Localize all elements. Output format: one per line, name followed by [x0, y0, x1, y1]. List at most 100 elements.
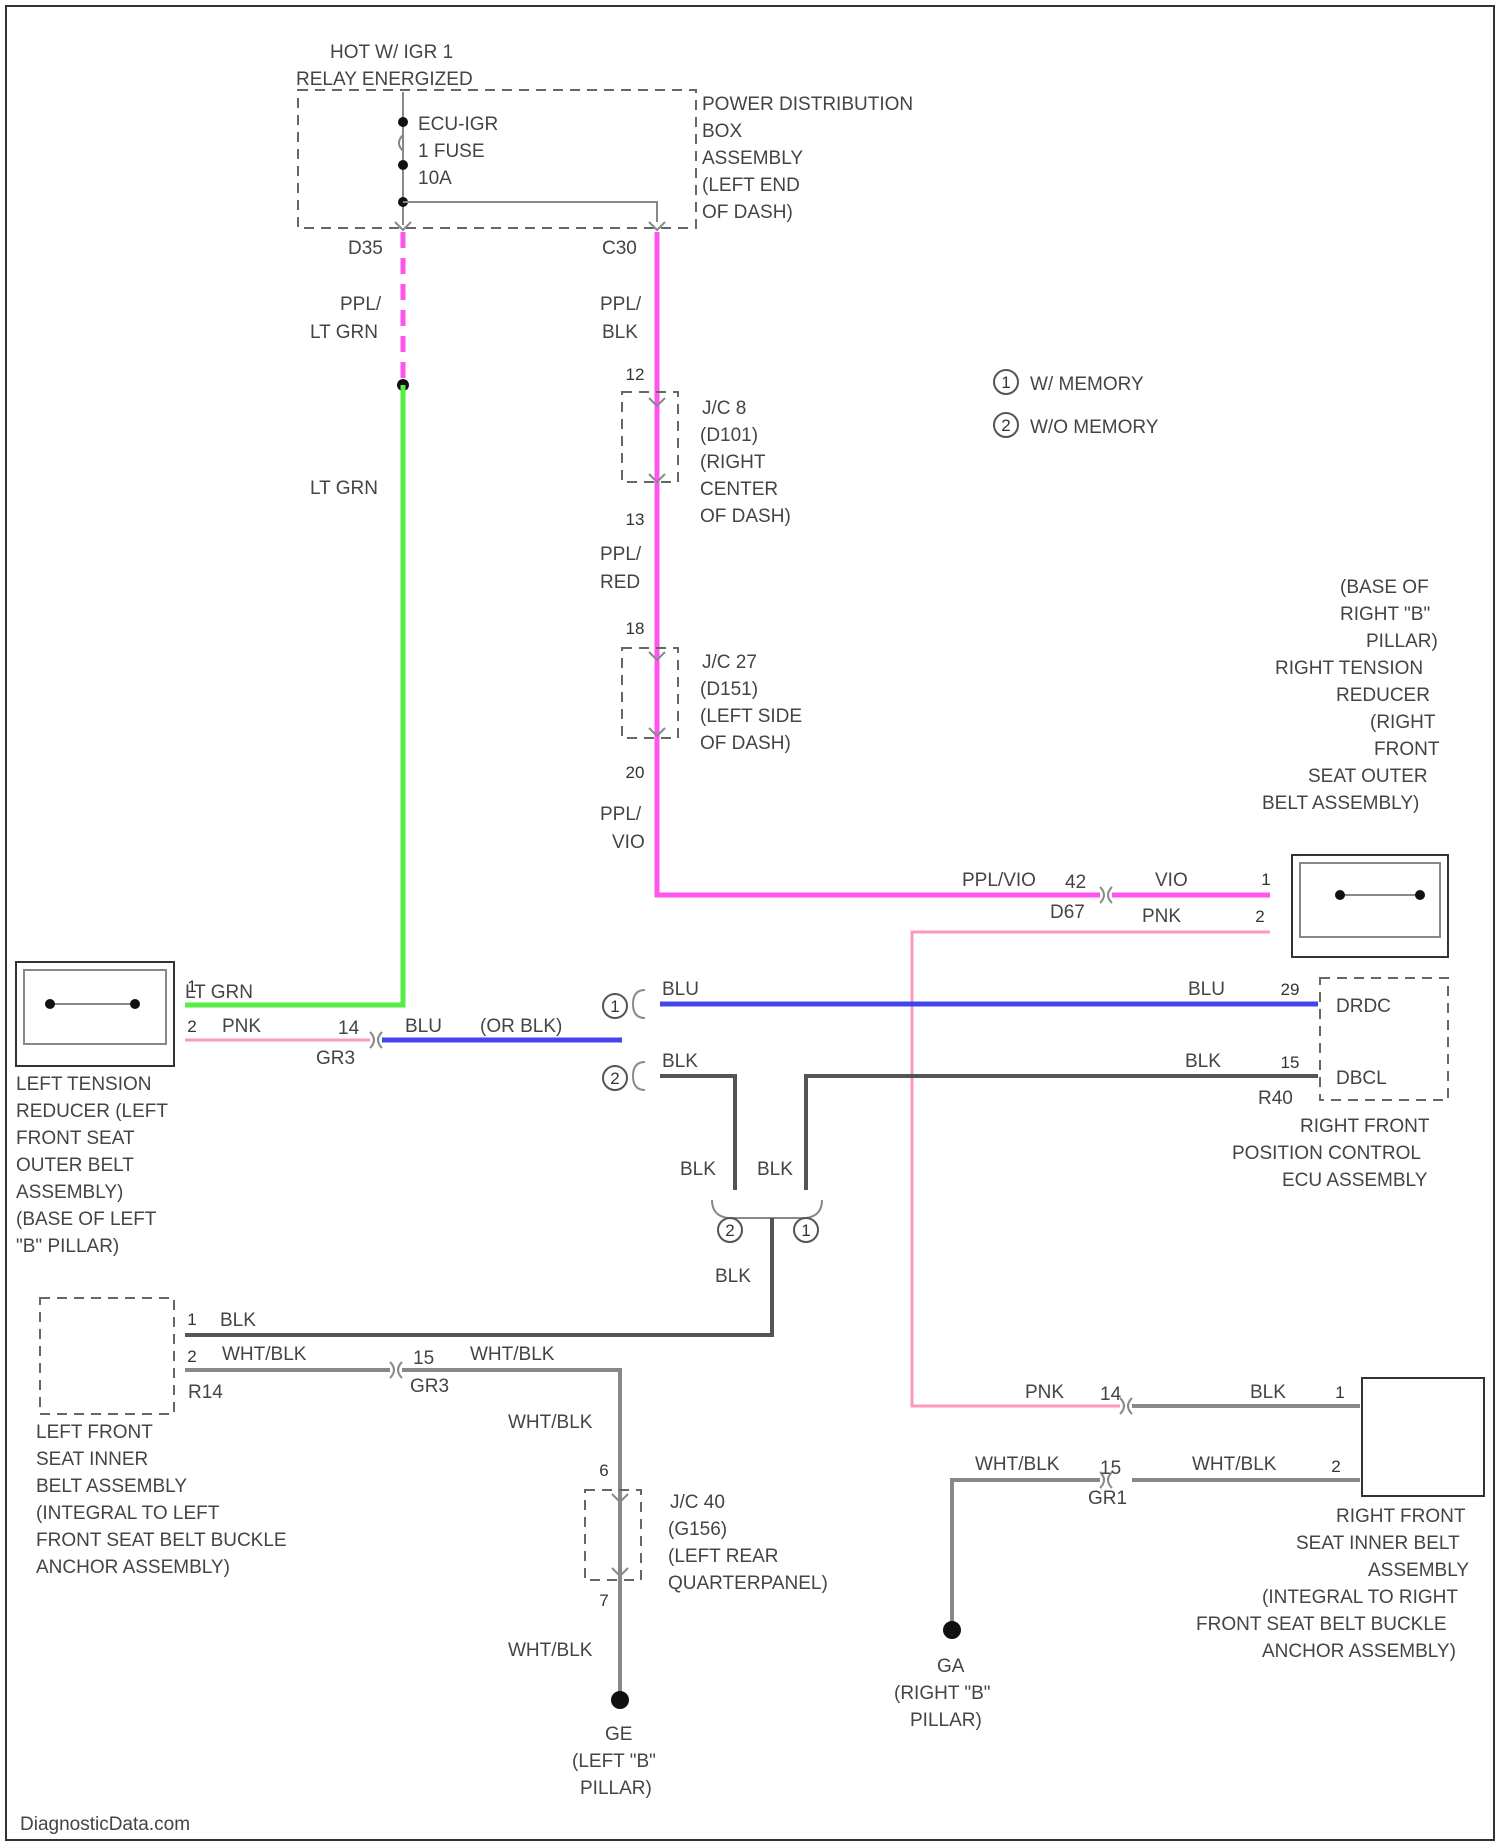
- jc8-line-5: OF DASH): [700, 506, 791, 527]
- wire-label-blk-rbelt: BLK: [1250, 1382, 1286, 1403]
- legend-1-text: W/ MEMORY: [1030, 374, 1144, 395]
- conn-gr3-pin: 14: [338, 1018, 360, 1039]
- conn-gr3b-symbol: [390, 1362, 402, 1378]
- conn-gr3-left: 14 GR3: [316, 1018, 382, 1069]
- left-tension-reducer: 1 2 LEFT TENSION REDUCER (LEFT FRONT SEA…: [16, 962, 197, 1257]
- ecu-pin2: 15: [1281, 1053, 1300, 1072]
- fuse-mid-dot: [398, 160, 408, 170]
- wire-label-blk-right: BLK: [1185, 1051, 1221, 1072]
- rb-line-6: ANCHOR ASSEMBLY): [1262, 1641, 1456, 1662]
- jc27-line-3: (LEFT SIDE: [700, 706, 802, 727]
- conn-d67-pin: 42: [1065, 872, 1086, 893]
- ecu-line-1: RIGHT FRONT: [1300, 1116, 1430, 1137]
- lswitch-contact-b: [130, 999, 140, 1009]
- wire-label-wht-blk-r2: WHT/BLK: [1192, 1454, 1277, 1475]
- wire-label-ppl-lt-grn-1: PPL/: [340, 294, 382, 315]
- bus-line: [403, 202, 657, 222]
- r-tension-pin2: 2: [1255, 907, 1264, 926]
- wire-label-blk-drop-2: BLK: [757, 1159, 793, 1180]
- conn-rpnk-symbol: [1120, 1398, 1132, 1414]
- legend-2-text: W/O MEMORY: [1030, 417, 1159, 438]
- ground-ge-dot: [611, 1691, 629, 1709]
- conn-rpnk-pin: 14: [1100, 1384, 1122, 1405]
- ground-ga-line-2: (RIGHT "B": [894, 1683, 991, 1704]
- ground-ga-line-1: GA: [937, 1656, 965, 1677]
- ecu-line-2: POSITION CONTROL: [1232, 1143, 1421, 1164]
- conn-gr3-symbol: [370, 1032, 382, 1048]
- wire-label-ppl-red-2: RED: [600, 572, 640, 593]
- switch-contact-b: [1415, 890, 1425, 900]
- watermark: DiagnosticData.com: [20, 1814, 190, 1835]
- fuse-line-1: ECU-IGR: [418, 114, 498, 135]
- conn-d67-symbol: [1100, 887, 1112, 903]
- ecu-terminal-1: DRDC: [1336, 996, 1391, 1017]
- wire-label-wht-blk-3: WHT/BLK: [508, 1412, 593, 1433]
- rb-line-5: FRONT SEAT BELT BUCKLE: [1196, 1614, 1447, 1635]
- hot-label-2: RELAY ENERGIZED: [296, 69, 473, 90]
- power-box-outline: [298, 90, 696, 228]
- lt-line-5: ASSEMBLY): [16, 1182, 123, 1203]
- wire-ppl-main: [657, 232, 1100, 895]
- option-1-num: 1: [610, 997, 619, 1016]
- rt-line-2: RIGHT "B": [1340, 604, 1430, 625]
- rt-line-7: FRONT: [1374, 739, 1440, 760]
- wire-blk-right: [806, 1076, 1318, 1190]
- rt-line-4: RIGHT TENSION: [1275, 658, 1423, 679]
- ground-ge-line-3: PILLAR): [580, 1778, 652, 1799]
- box-line-2: BOX: [702, 121, 742, 142]
- ground-ge-line-1: GE: [605, 1724, 632, 1745]
- box-line-1: POWER DISTRIBUTION: [702, 94, 913, 115]
- rb-line-2: SEAT INNER BELT: [1296, 1533, 1460, 1554]
- wire-label-ppl-vio-h: PPL/VIO: [962, 870, 1036, 891]
- wire-label-blk-mid: BLK: [662, 1051, 698, 1072]
- ecu-terminal-2: DBCL: [1336, 1068, 1387, 1089]
- box-line-5: OF DASH): [702, 202, 793, 223]
- wire-label-or-blk: (OR BLK): [480, 1016, 562, 1037]
- conn-gr3b-label: GR3: [410, 1376, 449, 1397]
- conn-c30: C30: [602, 238, 637, 259]
- lt-line-4: OUTER BELT: [16, 1155, 134, 1176]
- wire-label-wht-blk-2: WHT/BLK: [470, 1344, 555, 1365]
- jc27: 18 20 J/C 27 (D151) (LEFT SIDE OF DASH): [622, 619, 802, 782]
- rt-line-6: (RIGHT: [1370, 712, 1436, 733]
- jc27-outline: [622, 648, 678, 738]
- l-tension-pin1: 1: [187, 977, 196, 996]
- rb-line-3: ASSEMBLY: [1368, 1560, 1469, 1581]
- jc8-line-3: (RIGHT: [700, 452, 766, 473]
- legend-2-num: 2: [1001, 416, 1010, 435]
- lt-line-2: REDUCER (LEFT: [16, 1101, 168, 1122]
- ground-opt-2-num: 2: [725, 1221, 734, 1240]
- conn-rgr3-pin: 15: [1100, 1458, 1121, 1479]
- option-1-bracket: [633, 990, 645, 1018]
- fuse-line-3: 10A: [418, 168, 452, 189]
- option-2-bracket: [633, 1062, 645, 1090]
- ecu-assembly: 29 15 DRDC DBCL R40 RIGHT FRONT POSITION…: [1232, 978, 1448, 1191]
- wire-label-blu-mid: BLU: [662, 979, 699, 1000]
- rt-line-1: (BASE OF: [1340, 577, 1429, 598]
- lt-line-7: "B" PILLAR): [16, 1236, 119, 1257]
- jc8: 12 13 J/C 8 (D101) (RIGHT CENTER OF DASH…: [622, 365, 791, 529]
- rt-line-3: PILLAR): [1366, 631, 1438, 652]
- box-line-3: ASSEMBLY: [702, 148, 803, 169]
- jc27-line-2: (D151): [700, 679, 758, 700]
- lbelt-pin1: 1: [187, 1310, 196, 1329]
- wire-label-ppl-red-1: PPL/: [600, 544, 642, 565]
- lt-line-3: FRONT SEAT: [16, 1128, 135, 1149]
- right-tension-box: [1292, 855, 1448, 957]
- jc40-line-2: (G156): [668, 1519, 727, 1540]
- fuse-top-dot: [398, 117, 408, 127]
- jc27-line-4: OF DASH): [700, 733, 791, 754]
- wire-label-pnk-right: PNK: [1142, 906, 1181, 927]
- lb-line-1: LEFT FRONT: [36, 1422, 153, 1443]
- rbelt-pin2: 2: [1331, 1457, 1340, 1476]
- left-tension-box: [16, 962, 174, 1066]
- jc40-outline: [585, 1490, 641, 1580]
- jc40-pin-bot: 7: [599, 1591, 608, 1610]
- wire-blk-lower: [185, 1218, 772, 1335]
- rt-line-8: SEAT OUTER: [1308, 766, 1428, 787]
- right-tension-reducer: 1 2 (BASE OF RIGHT "B" PILLAR) RIGHT TEN…: [1255, 577, 1448, 957]
- power-section: HOT W/ IGR 1 RELAY ENERGIZED ECU-IGR 1 F…: [296, 42, 913, 259]
- ecu-line-3: ECU ASSEMBLY: [1282, 1170, 1428, 1191]
- wire-label-vio: VIO: [1155, 870, 1188, 891]
